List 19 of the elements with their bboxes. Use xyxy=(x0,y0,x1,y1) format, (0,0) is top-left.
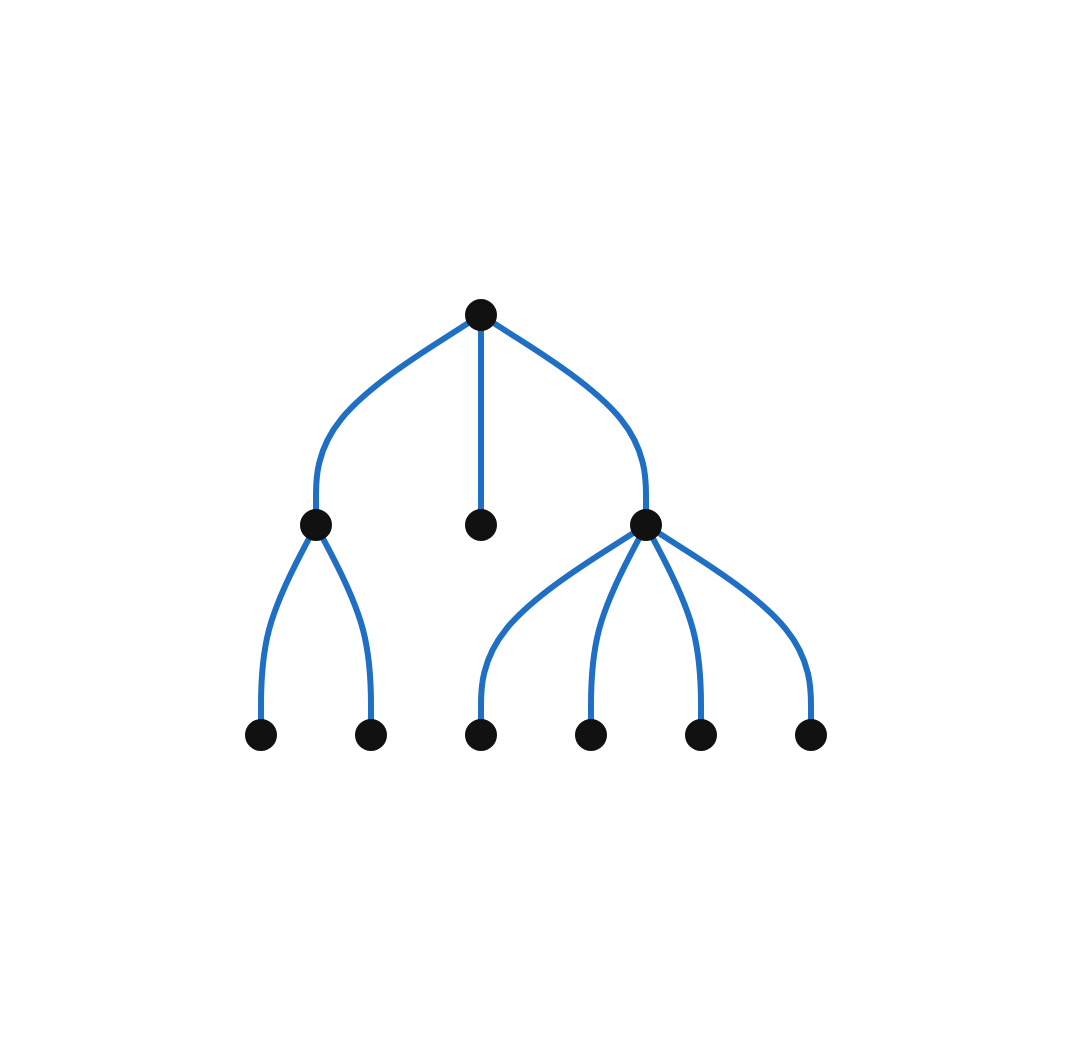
node-circle xyxy=(300,508,332,540)
connector xyxy=(492,319,649,509)
connector xyxy=(478,529,635,719)
node-circle xyxy=(355,718,387,750)
connector xyxy=(258,535,312,719)
connector xyxy=(320,535,374,719)
node-circle xyxy=(630,508,662,540)
node-circle xyxy=(465,508,497,540)
node-circle xyxy=(685,718,717,750)
node-circle xyxy=(575,718,607,750)
connector xyxy=(650,535,704,719)
node-circle xyxy=(465,718,497,750)
node-circle xyxy=(465,298,497,330)
node-circle xyxy=(245,718,277,750)
connector xyxy=(657,529,814,719)
connector xyxy=(588,535,642,719)
connector xyxy=(478,329,484,509)
connector xyxy=(313,319,470,509)
node-circle xyxy=(795,718,827,750)
